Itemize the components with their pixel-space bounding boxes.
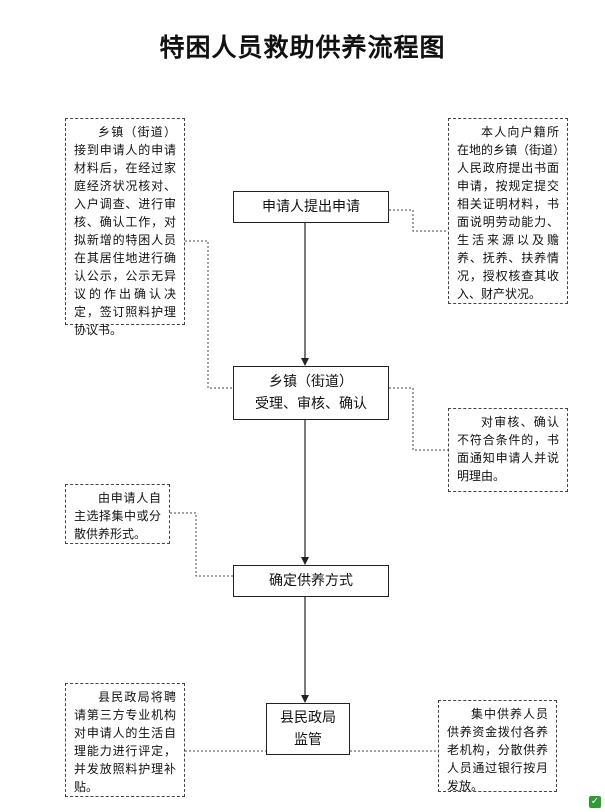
connector-mode-note — [170, 512, 233, 577]
note-application-requirements: 本人向户籍所在地的乡镇（街道）人民政府提出书面申请，按规定提交相关证明材料，书面… — [448, 118, 568, 304]
note-support-mode-choice: 由申请人自主选择集中或分散供养形式。 — [65, 484, 170, 544]
connector-apply-note — [389, 209, 448, 232]
note-fund-distribution: 集中供养人员供养资金拨付各养老机构，分散供养人员通过银行按月发放。 — [438, 700, 557, 793]
step-determine: 确定供养方式 — [233, 565, 389, 597]
note-care-assessment: 县民政局将聘请第三方专业机构对申请人的生活自理能力进行评定，并发放照料护理补贴。 — [65, 683, 185, 797]
connector-reject-note — [389, 387, 448, 451]
step-supervise-label-line2: 监管 — [294, 732, 322, 748]
step-accept-label-line1: 乡镇（街道） — [269, 374, 353, 390]
note-rejection-notice: 对审核、确认不符合条件的，书面通知申请人并说明理由。 — [448, 408, 568, 492]
step-supervise: 县民政局 监管 — [266, 703, 350, 755]
step-accept-label-line2: 受理、审核、确认 — [255, 396, 367, 412]
step-apply-label: 申请人提出申请 — [262, 199, 360, 215]
connector-accept-note — [185, 240, 233, 389]
step-determine-label: 确定供养方式 — [269, 573, 353, 589]
step-apply: 申请人提出申请 — [233, 191, 389, 223]
step-supervise-label-line1: 县民政局 — [280, 710, 336, 726]
page-title: 特困人员救助供养流程图 — [159, 33, 446, 62]
step-accept: 乡镇（街道） 受理、审核、确认 — [233, 366, 389, 420]
note-accept-procedure: 乡镇（街道）接到申请人的申请材料后，在经过家庭经济状况核对、入户调查、进行审核、… — [65, 118, 185, 337]
check-badge-icon: ✓ — [589, 796, 601, 808]
